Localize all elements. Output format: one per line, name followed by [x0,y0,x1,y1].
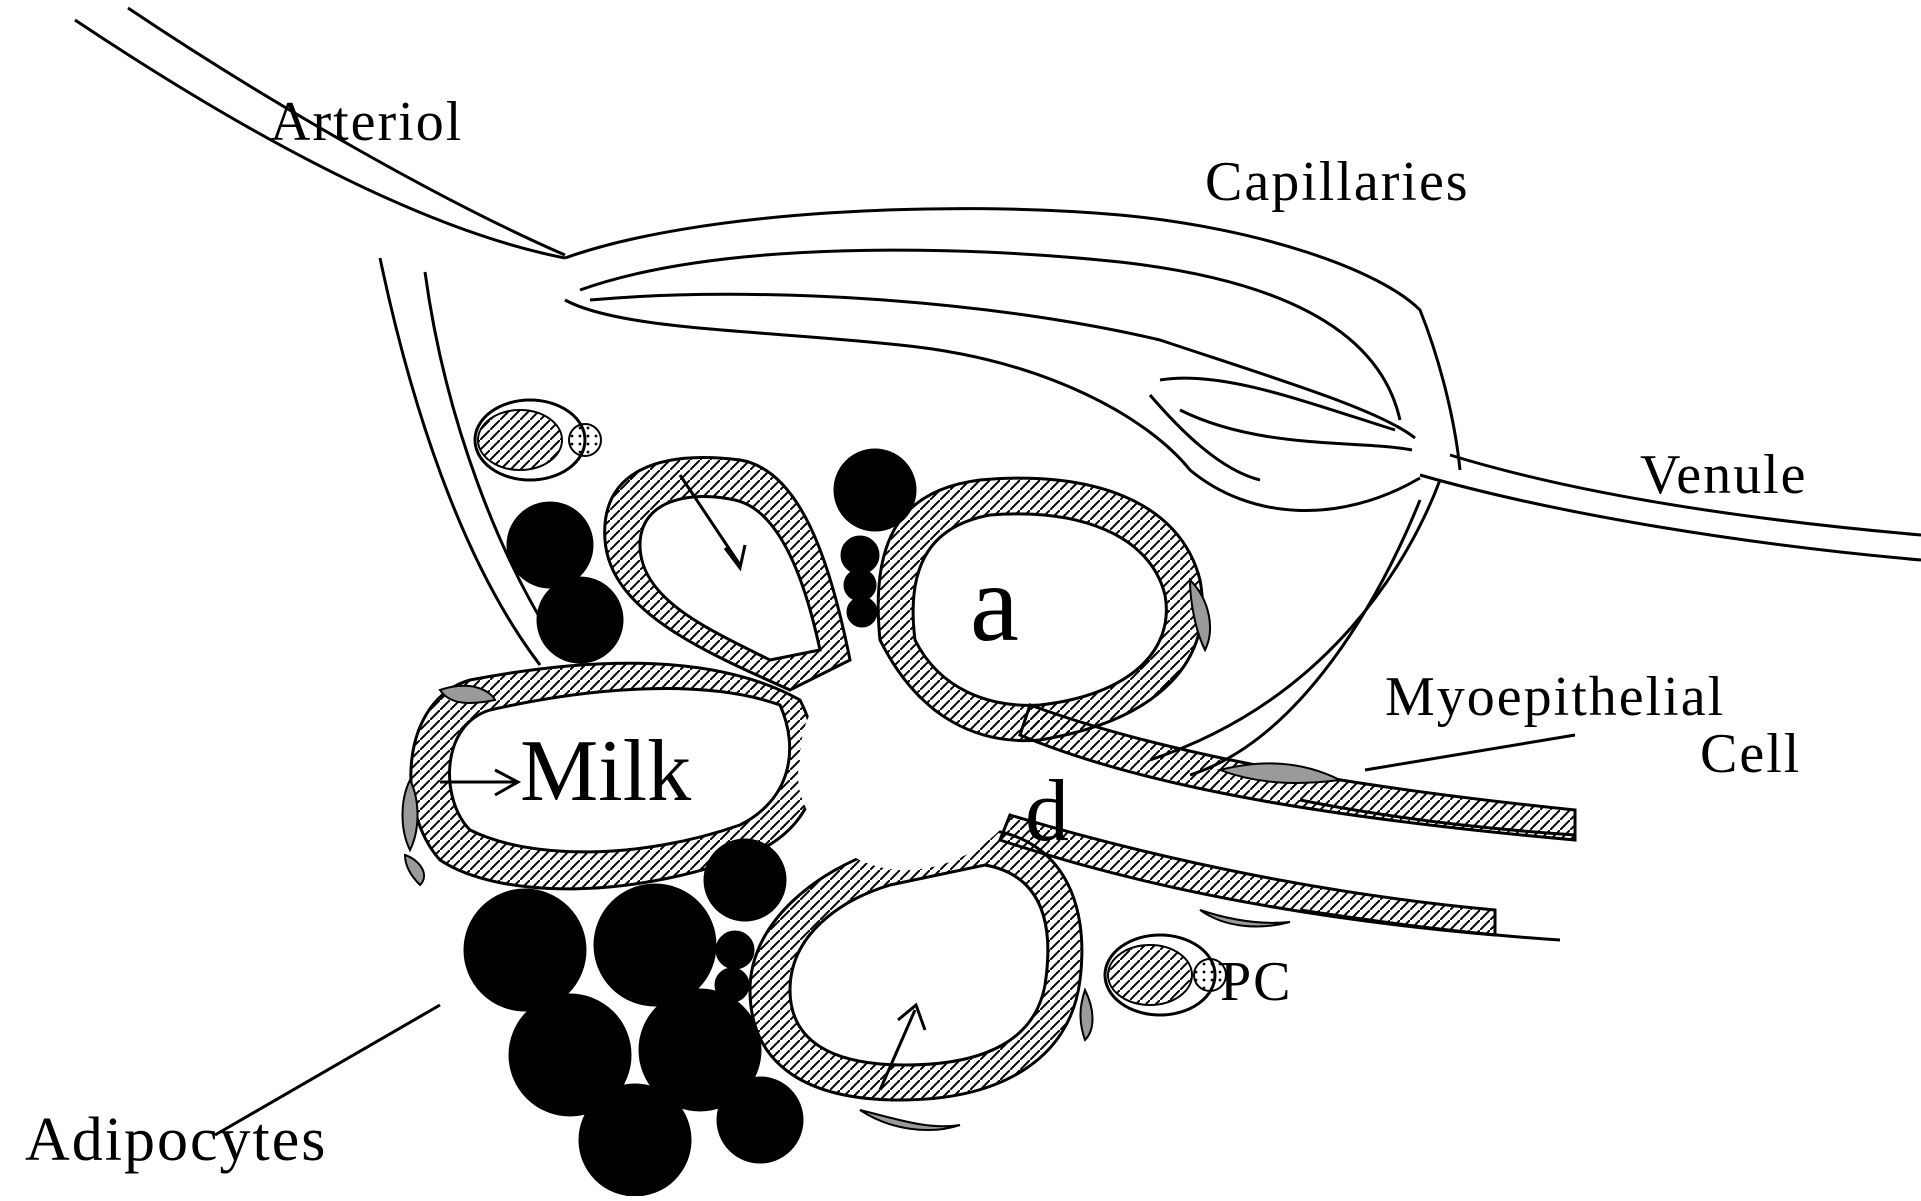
label-plasma-cell: PC [1220,951,1293,1013]
adipocyte [717,932,753,968]
alveolus-upper-left [605,458,850,690]
plasma-cell-lower [1105,935,1226,1015]
adipocyte [508,503,592,587]
label-myoepithelial-cell: Cell [1700,723,1801,785]
adipocyte [842,537,878,573]
label-alveolus-a: a [970,542,1019,664]
adipocyte [538,578,622,662]
label-venule: Venule [1640,444,1808,506]
alveolus-a [878,478,1202,740]
label-adipocytes: Adipocytes [25,1106,327,1174]
adipocyte [705,840,785,920]
adipocyte [835,450,915,530]
label-arteriol: Arteriol [270,91,463,153]
adipocyte [580,1085,690,1195]
label-duct-d: d [1025,763,1069,860]
adipocyte [595,885,715,1005]
adipocyte [848,598,876,626]
label-milk: Milk [520,723,691,820]
alveolus-lower [750,830,1082,1100]
adipocyte [845,570,875,600]
plasma-cell-upper [475,400,601,480]
adipocyte [716,969,748,1001]
label-myoepithelial: Myoepithelial [1385,666,1725,728]
duct-d [1000,705,1575,940]
label-capillaries: Capillaries [1205,151,1470,213]
adipocyte [465,890,585,1010]
adipocyte [718,1078,802,1162]
